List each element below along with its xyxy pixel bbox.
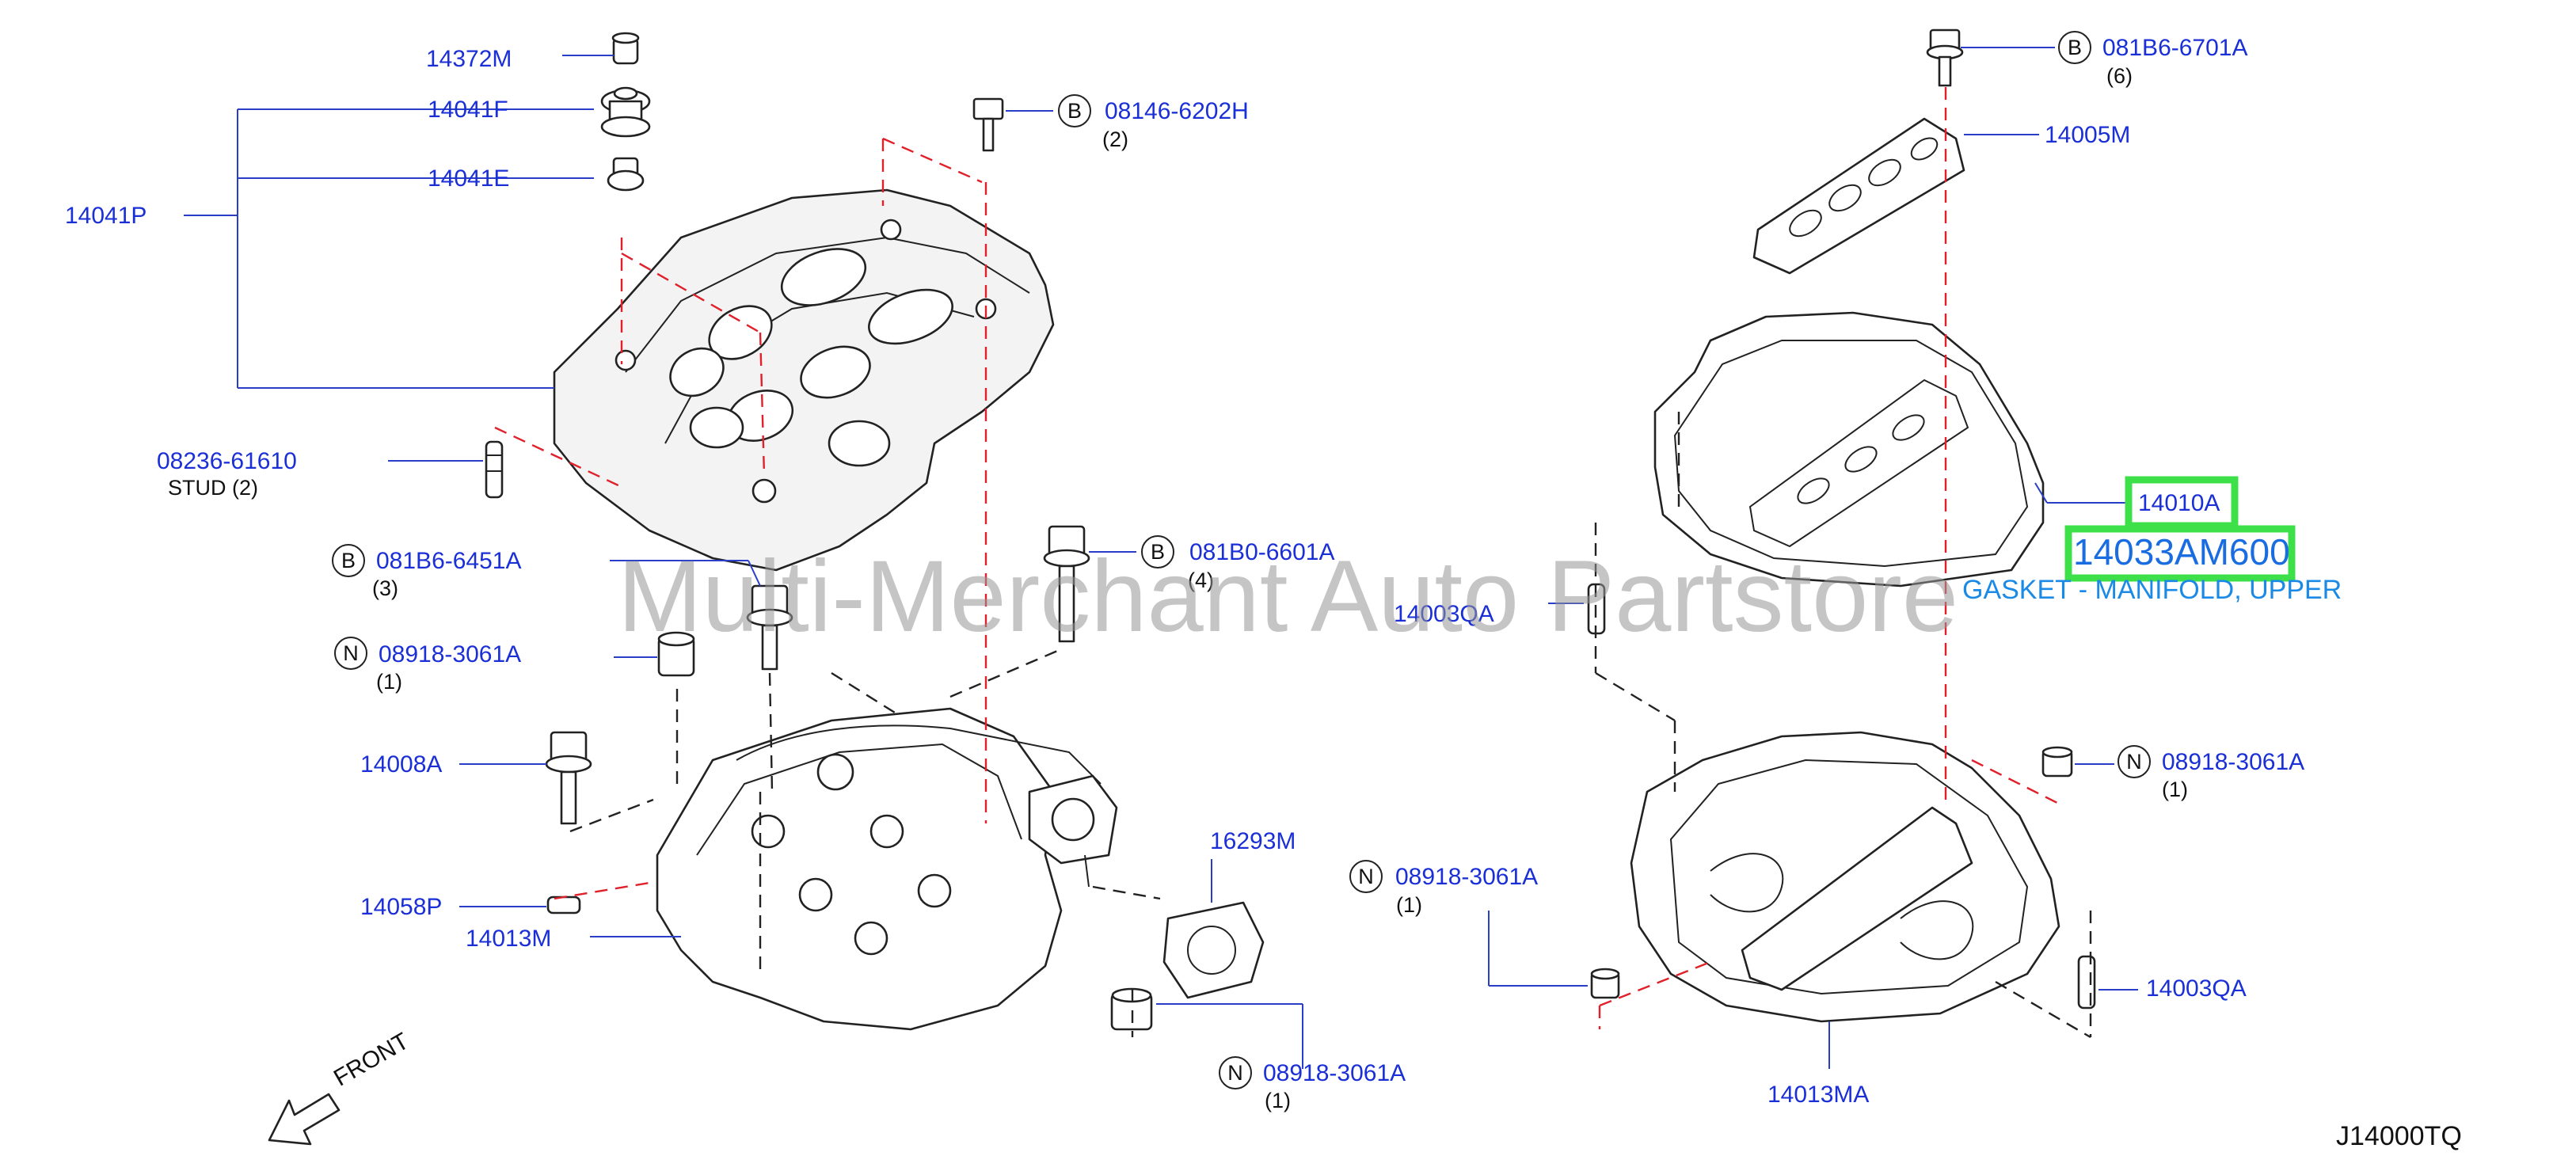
bolt-081B6-6451A[interactable]	[746, 584, 793, 671]
gasket-14005M[interactable]	[1752, 117, 1965, 275]
gasket-16293M[interactable]	[1162, 901, 1265, 999]
grommet-14041F[interactable]	[600, 86, 651, 138]
svg-text:B: B	[341, 549, 356, 572]
callout-081B6-6701A[interactable]: 081B6-6701A	[2102, 35, 2248, 61]
bolt-08146-6202H[interactable]	[972, 97, 1004, 152]
bolt-081B6-6701A[interactable]	[1926, 29, 1964, 87]
callout-08918-3061A-b[interactable]: 08918-3061A	[1263, 1060, 1406, 1086]
circle-marker-b-081B6-6701A: B	[2058, 31, 2091, 64]
callout-14041P[interactable]: 14041P	[65, 203, 146, 229]
stud-08236-61610[interactable]	[485, 440, 504, 499]
highlighted-part-name: GASKET - MANIFOLD, UPPER	[1962, 575, 2342, 605]
callout-08146-6202H[interactable]: 08146-6202H	[1105, 98, 1249, 124]
bolt-081B0-6601A[interactable]	[1043, 525, 1090, 643]
manifold-14013MA[interactable]	[1630, 731, 2060, 1023]
callout-14010A[interactable]: 14010A	[2138, 490, 2220, 516]
svg-text:B: B	[2068, 36, 2082, 59]
alignment-lines-right	[1594, 87, 2092, 1039]
callout-08918-3061A-c[interactable]: 08918-3061A	[2162, 749, 2304, 775]
circle-marker-b-081B6-6451A: B	[332, 544, 365, 577]
grommet-14041E[interactable]	[607, 157, 645, 192]
callout-08236-61610[interactable]: 08236-61610	[157, 448, 297, 474]
callout-16293M[interactable]: 16293M	[1210, 828, 1296, 854]
nut-08918-3061A-right-bottom[interactable]	[1590, 968, 1620, 999]
sub-08236-stud: STUD (2)	[168, 476, 258, 500]
svg-text:B: B	[1151, 540, 1165, 564]
highlighted-part-number[interactable]: 14033AM600	[2073, 531, 2290, 572]
qty-08918-a: (1)	[376, 670, 402, 694]
nut-08918-3061A-left-top[interactable]	[657, 631, 695, 677]
pin-14058P[interactable]	[546, 896, 581, 915]
callout-081B0-6601A[interactable]: 081B0-6601A	[1189, 539, 1335, 565]
callout-14372M[interactable]: 14372M	[426, 46, 512, 72]
grommet-14372M[interactable]	[611, 32, 640, 65]
bolt-14008A[interactable]	[545, 731, 592, 825]
svg-text:N: N	[1227, 1061, 1243, 1085]
dowel-14003QA-bottom[interactable]	[2077, 955, 2096, 1010]
callout-081B6-6451A[interactable]: 081B6-6451A	[376, 548, 522, 574]
callout-14003QA-bottom[interactable]: 14003QA	[2146, 975, 2247, 1002]
engine-cover-14041P[interactable]	[553, 188, 1055, 572]
callout-14013M[interactable]: 14013M	[466, 926, 551, 952]
callout-14013MA[interactable]: 14013MA	[1767, 1082, 1869, 1108]
leaders-left	[184, 55, 1303, 1069]
front-arrow-icon	[268, 1093, 341, 1146]
svg-text:B: B	[1067, 99, 1082, 123]
qty-08918-c: (1)	[2162, 778, 2188, 801]
circle-marker-n-08918-c: N	[2117, 745, 2151, 778]
qty-081B6-6701A: (6)	[2106, 64, 2133, 88]
manifold-14013M[interactable]	[656, 707, 1118, 1031]
svg-text:N: N	[2126, 750, 2142, 774]
diagram-code: J14000TQ	[2336, 1121, 2462, 1151]
svg-text:N: N	[343, 641, 359, 665]
callout-08918-3061A-a[interactable]: 08918-3061A	[379, 641, 521, 667]
circle-marker-n-08918-d: N	[1349, 860, 1383, 893]
callout-14041F[interactable]: 14041F	[428, 97, 508, 123]
callout-14003QA-top[interactable]: 14003QA	[1394, 601, 1494, 627]
qty-08918-b: (1)	[1265, 1089, 1291, 1112]
circle-marker-b-081B0: B	[1141, 535, 1174, 568]
qty-08146: (2)	[1102, 127, 1128, 151]
callout-14008A[interactable]: 14008A	[360, 751, 442, 778]
leaders-right	[1488, 47, 2138, 1069]
gasket-14010A[interactable]	[1653, 311, 2045, 588]
qty-08918-d: (1)	[1396, 893, 1422, 917]
qty-081B0: (4)	[1188, 568, 1214, 592]
qty-081B6-6451A: (3)	[372, 576, 398, 600]
callout-14041E[interactable]: 14041E	[428, 165, 509, 192]
circle-marker-n-08918-b: N	[1219, 1056, 1252, 1089]
alignment-lines-left	[494, 137, 1161, 1037]
callout-14005M[interactable]: 14005M	[2045, 122, 2130, 148]
callout-14058P[interactable]: 14058P	[360, 894, 442, 920]
highlight-box-part-number[interactable]	[2064, 525, 2296, 582]
circle-marker-b-08146: B	[1058, 94, 1091, 127]
callout-08918-3061A-d[interactable]: 08918-3061A	[1395, 864, 1538, 890]
circle-marker-n-08918-a: N	[334, 637, 367, 670]
nut-08918-3061A-right-top[interactable]	[2041, 746, 2073, 778]
svg-text:N: N	[1358, 865, 1374, 888]
